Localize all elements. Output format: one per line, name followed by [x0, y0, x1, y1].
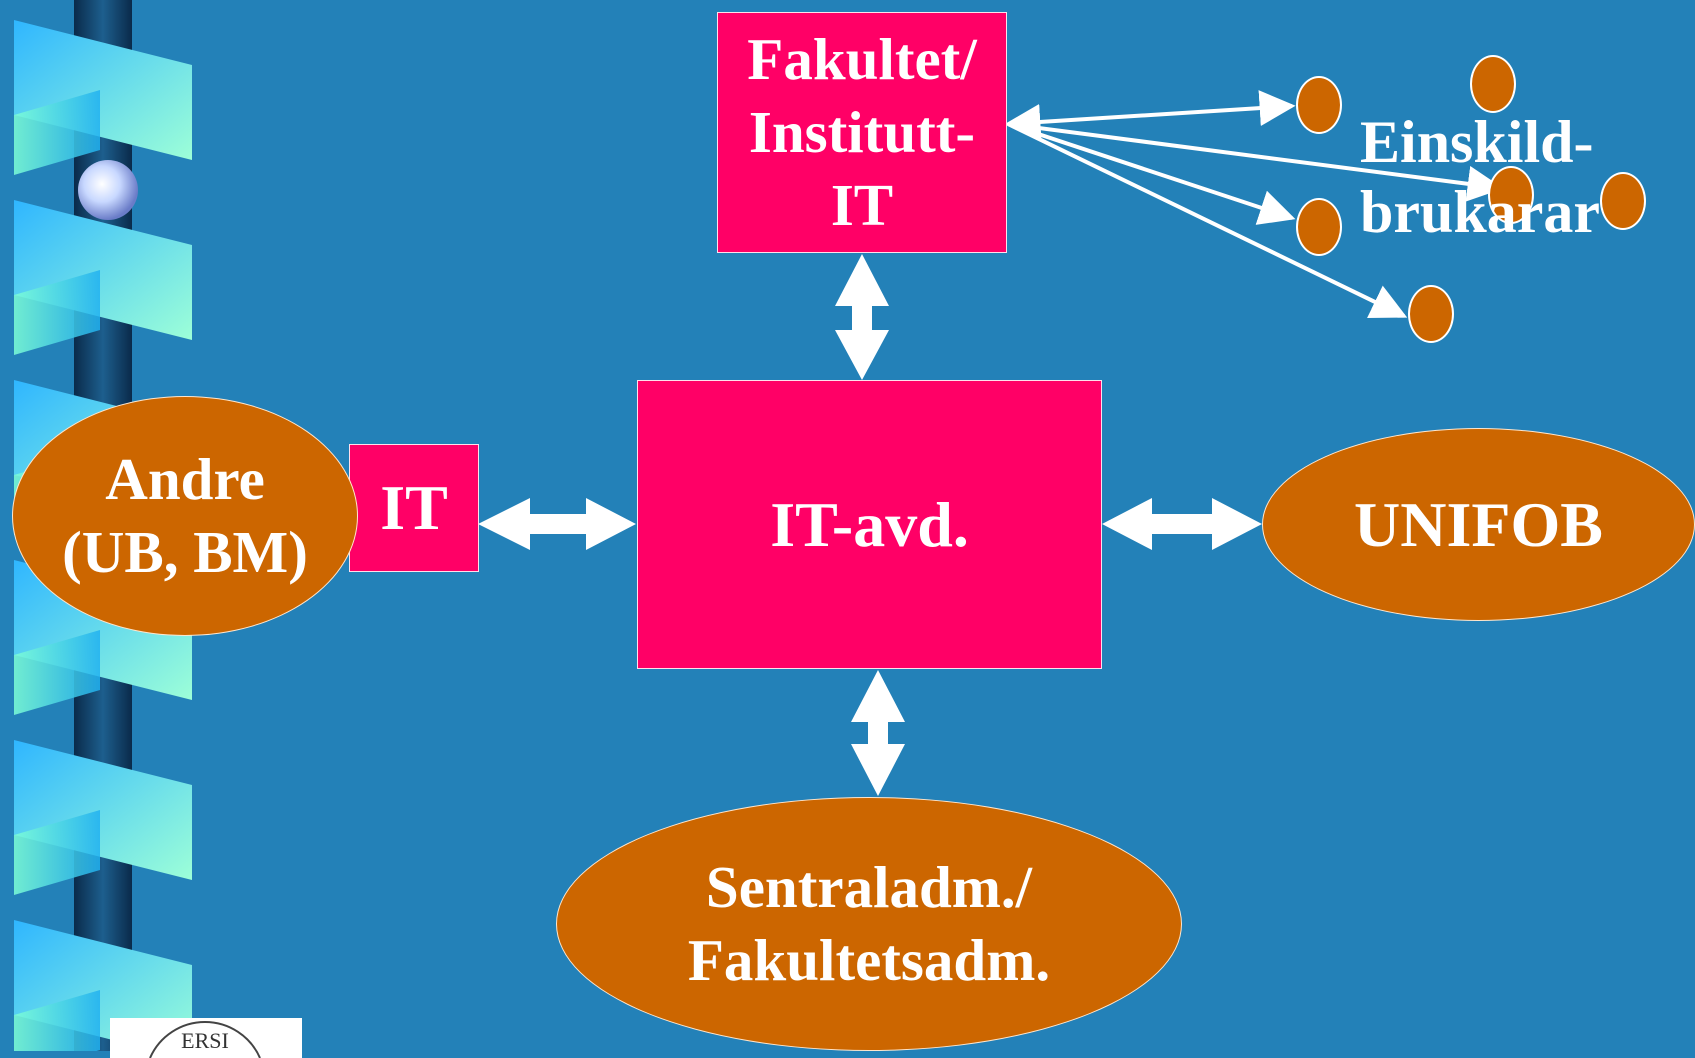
- user-dot: [1296, 76, 1342, 134]
- arrow-itavd-sentraladm: [851, 670, 905, 796]
- einskild-brukarar-label: Einskild- brukarar: [1360, 109, 1600, 245]
- arrow-itavd-unifob: [1102, 498, 1262, 550]
- sentraladm-oval: Sentraladm./ Fakultetsadm.: [556, 797, 1182, 1051]
- user-dot: [1408, 285, 1454, 343]
- fakultet-institutt-it-box: Fakultet/ Institutt- IT: [717, 12, 1007, 253]
- user-dot: [1488, 166, 1534, 224]
- user-dot: [1470, 55, 1516, 113]
- user-dot: [1600, 172, 1646, 230]
- svg-text:ERSI: ERSI: [181, 1028, 229, 1053]
- arrow-it-itavd: [478, 498, 636, 550]
- arrow-fakultet-itavd: [835, 254, 889, 380]
- unifob-oval: UNIFOB: [1262, 428, 1695, 621]
- it-avd-box: IT-avd.: [637, 380, 1102, 669]
- user-dot: [1296, 198, 1342, 256]
- university-seal-icon: ERSI: [110, 1018, 302, 1058]
- andre-oval: Andre (UB, BM): [12, 396, 358, 636]
- it-small-box: IT: [349, 444, 479, 572]
